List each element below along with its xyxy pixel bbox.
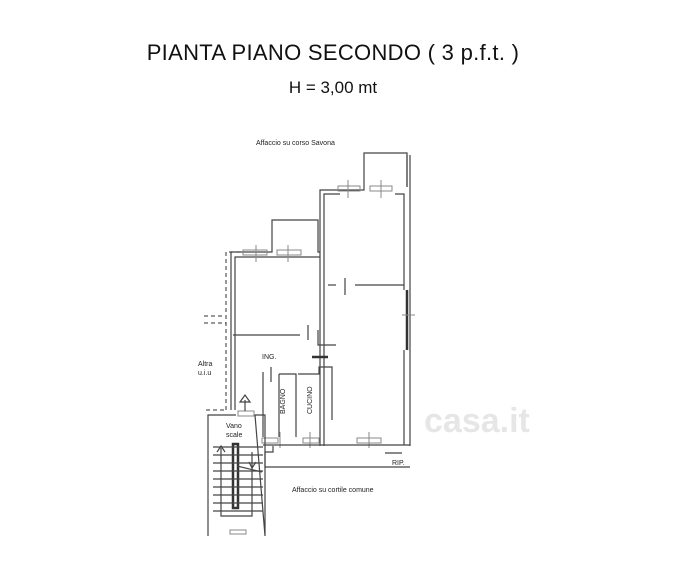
- service-rooms-walls: [261, 366, 410, 468]
- label-bathroom: BAGNO: [280, 388, 287, 414]
- label-facing-bottom: Affaccio su cortile comune: [292, 487, 374, 494]
- main-room-walls: [319, 152, 415, 446]
- ceiling-height: H = 3,00 mt: [288, 78, 378, 97]
- label-entrance: ING.: [262, 354, 276, 361]
- label-stairwell: Vano: [226, 423, 242, 430]
- plan-title: PIANTA PIANO SECONDO ( 3 p.f.t. ): [146, 40, 520, 65]
- boundary-dashed: [225, 251, 240, 410]
- boundary-dashed: [204, 315, 226, 324]
- stairwell: [207, 393, 266, 537]
- label-facing-top: Affaccio su corso Savona: [256, 140, 335, 147]
- label-other-unit: u.i.u: [198, 370, 211, 377]
- label-storage: RIP.: [392, 460, 405, 467]
- label-stairwell: scale: [226, 432, 242, 439]
- label-kitchen: CUCINO: [307, 386, 314, 414]
- label-other-unit: Altra: [198, 361, 213, 368]
- watermark: casa.it: [424, 402, 530, 440]
